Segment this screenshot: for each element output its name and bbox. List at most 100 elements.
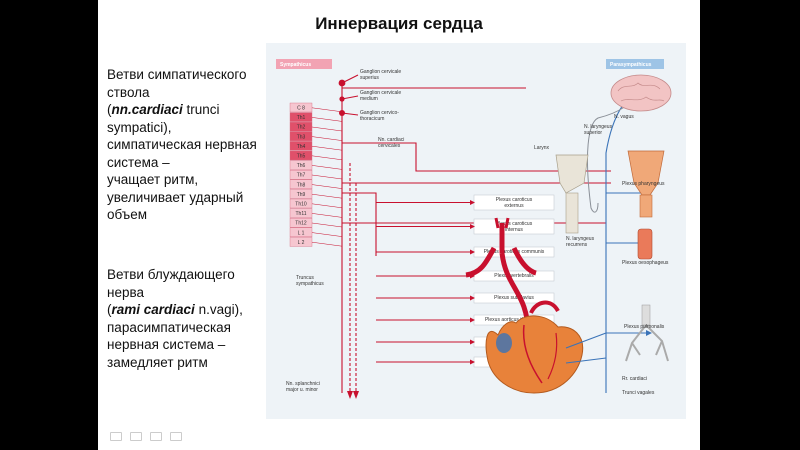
plexus-label: externus [504, 203, 524, 209]
segment-connector [311, 117, 343, 122]
ganglion-cervicothoracicum-label: Ganglion cervico-thoracicum [360, 110, 399, 122]
text-line: нервная система – [107, 337, 226, 352]
sympathicus-label: Sympathicus [280, 62, 311, 68]
slide-title: Иннервация сердца [315, 14, 483, 33]
menu-icon[interactable] [150, 432, 162, 441]
segment-label: Th4 [297, 144, 306, 150]
segment-label: C 8 [297, 106, 305, 112]
laryngeal-nerves [587, 90, 635, 213]
segment-label: Th12 [295, 221, 307, 227]
trunci-vagales-label: Trunci vagales [622, 390, 655, 396]
segment-th10 [289, 198, 313, 209]
segment-label: Th8 [297, 182, 306, 188]
text-line: парасимпатическая [107, 319, 231, 335]
segment-label: Th3 [297, 134, 306, 140]
segment-label: Th7 [297, 173, 306, 179]
segment-label: Th9 [297, 192, 306, 198]
segment-th12 [289, 217, 313, 228]
text-line: Ветви блуждающего [107, 267, 235, 282]
text-fragment: trunci [182, 102, 220, 117]
segment-label: Th10 [295, 202, 307, 208]
segment-connector [311, 241, 343, 247]
segment-label: Th1 [297, 115, 306, 121]
plexus-label: Plexus caroticus [496, 197, 533, 203]
innervation-diagram: Sympathicus Parasympathicus C 8Th1Th2Th3… [276, 59, 672, 399]
prev-slide-icon[interactable] [110, 432, 122, 441]
segment-connector [311, 222, 343, 228]
plexus-label: Plexus aorticus thoracicus [485, 317, 544, 323]
segment-connector [311, 136, 343, 141]
ganglion-medium-icon [339, 96, 345, 102]
next-slide-icon[interactable] [170, 432, 182, 441]
segment-th9 [289, 189, 313, 199]
arrow-right-icon [470, 200, 475, 205]
plexus-oesophageus-label: Plexus oesophageus [622, 260, 669, 266]
text-line: Ветви симпатического [107, 67, 247, 82]
segment-c8 [289, 102, 313, 113]
arrow-down-icon [347, 391, 353, 399]
plexus-label: Plexus vertebralis [494, 273, 534, 279]
segment-label: Th11 [295, 211, 306, 217]
text-line: учащает ритм, [107, 172, 199, 187]
text-line: замедляет ритм [107, 354, 208, 370]
plexus-pulmonalis-label: Plexus pulmonalis [624, 324, 665, 330]
segment-connector [311, 107, 343, 113]
text-line: (nn.cardiaci trunci [107, 101, 267, 119]
slide-nav-controls [110, 432, 182, 441]
segment-connector [311, 145, 343, 151]
segment-connector [311, 213, 343, 218]
segment-connector [311, 193, 343, 199]
text-line: система – [107, 154, 170, 170]
segment-label: Th5 [297, 154, 306, 160]
larynx-illustration [555, 154, 589, 234]
larynx-label: Larynx [534, 145, 550, 151]
arrow-right-icon [470, 224, 475, 229]
vagus-nerve [605, 97, 632, 393]
segment-connector [311, 126, 343, 132]
arrow-right-icon [470, 249, 475, 255]
pen-icon[interactable] [130, 432, 142, 441]
arrow-right-icon [470, 359, 475, 365]
segment-th5 [289, 150, 313, 161]
plexus-label: Plexus subclavius [494, 295, 534, 301]
segment-label: Th2 [297, 125, 306, 131]
segment-l1 [289, 227, 313, 238]
segment-connector [311, 203, 343, 209]
text-line: нерва [107, 284, 144, 300]
sympathicus-header [276, 59, 332, 69]
spinal-segments: C 8Th1Th2Th3Th4Th5Th6Th7Th8Th9Th10Th11Th… [289, 102, 343, 247]
term-nn-cardiaci: nn.cardiaci [111, 102, 183, 117]
text-line: увеличивает ударный [107, 189, 244, 205]
segment-th6 [289, 160, 313, 170]
parasympathicus-header [606, 59, 664, 69]
text-line: ствола [107, 84, 150, 100]
rr-cardiaci-label: Rr. cardiaci [622, 376, 647, 382]
text-fragment: ( [107, 302, 112, 317]
segment-th1 [289, 112, 313, 122]
segment-connector [311, 165, 343, 170]
segment-th11 [289, 208, 313, 218]
bronchi-illustration [625, 304, 669, 362]
text-fragment: ( [107, 102, 112, 117]
slide: Иннервация сердца Ветви симпатического с… [98, 0, 700, 450]
arrow-right-icon [470, 317, 475, 323]
n-vagus-label: N. vagus [614, 114, 634, 120]
plexus-label: internus [505, 227, 523, 233]
term-rami-cardiaci: rami cardiaci [111, 302, 195, 317]
segment-connector [311, 155, 343, 161]
arrow-down-icon [353, 391, 359, 399]
brain-illustration [610, 74, 672, 112]
arrow-right-icon [470, 295, 475, 301]
segment-connector [311, 184, 343, 189]
segment-th4 [289, 141, 313, 151]
text-line: объем [107, 207, 148, 222]
segment-th8 [289, 179, 313, 190]
sympathetic-description: Ветви симпатического ствола (nn.cardiaci… [107, 66, 267, 224]
segment-th7 [289, 169, 313, 180]
